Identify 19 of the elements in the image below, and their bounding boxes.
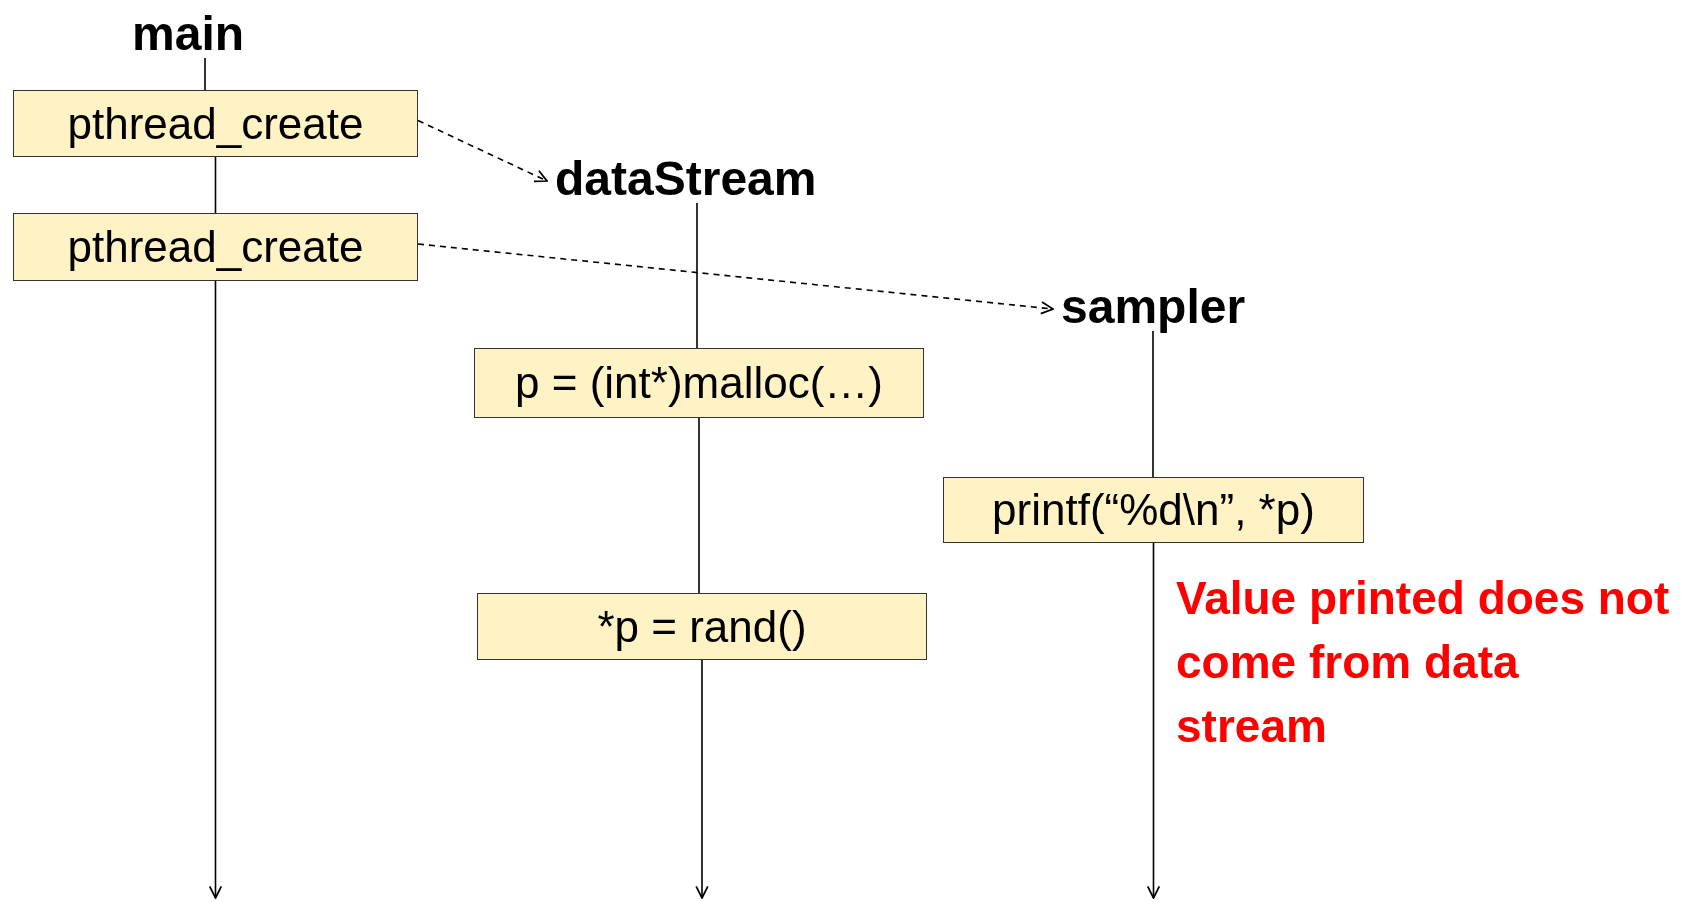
timeline-line (696, 202, 698, 349)
thread-name: dataStream (555, 155, 817, 203)
arrow (417, 119, 548, 183)
code-box: pthread_create (13, 90, 418, 157)
arrow (417, 243, 1054, 315)
timeline-line (1152, 330, 1154, 478)
code-box: printf(“%d\n”, *p) (943, 477, 1364, 543)
timeline-line (214, 156, 217, 214)
code-box: *p = rand() (477, 593, 927, 660)
arrow (208, 280, 223, 899)
thread-name: sampler (1061, 283, 1246, 331)
arrow (695, 659, 709, 899)
code-box: pthread_create (13, 213, 418, 281)
note-text: Value printed does not come from data stream (1176, 571, 1671, 754)
timeline-line (204, 57, 206, 91)
timeline-line (698, 417, 700, 594)
thread-name: main (132, 10, 245, 58)
code-box: p = (int*)malloc(…) (474, 348, 924, 418)
arrow (1146, 542, 1161, 899)
